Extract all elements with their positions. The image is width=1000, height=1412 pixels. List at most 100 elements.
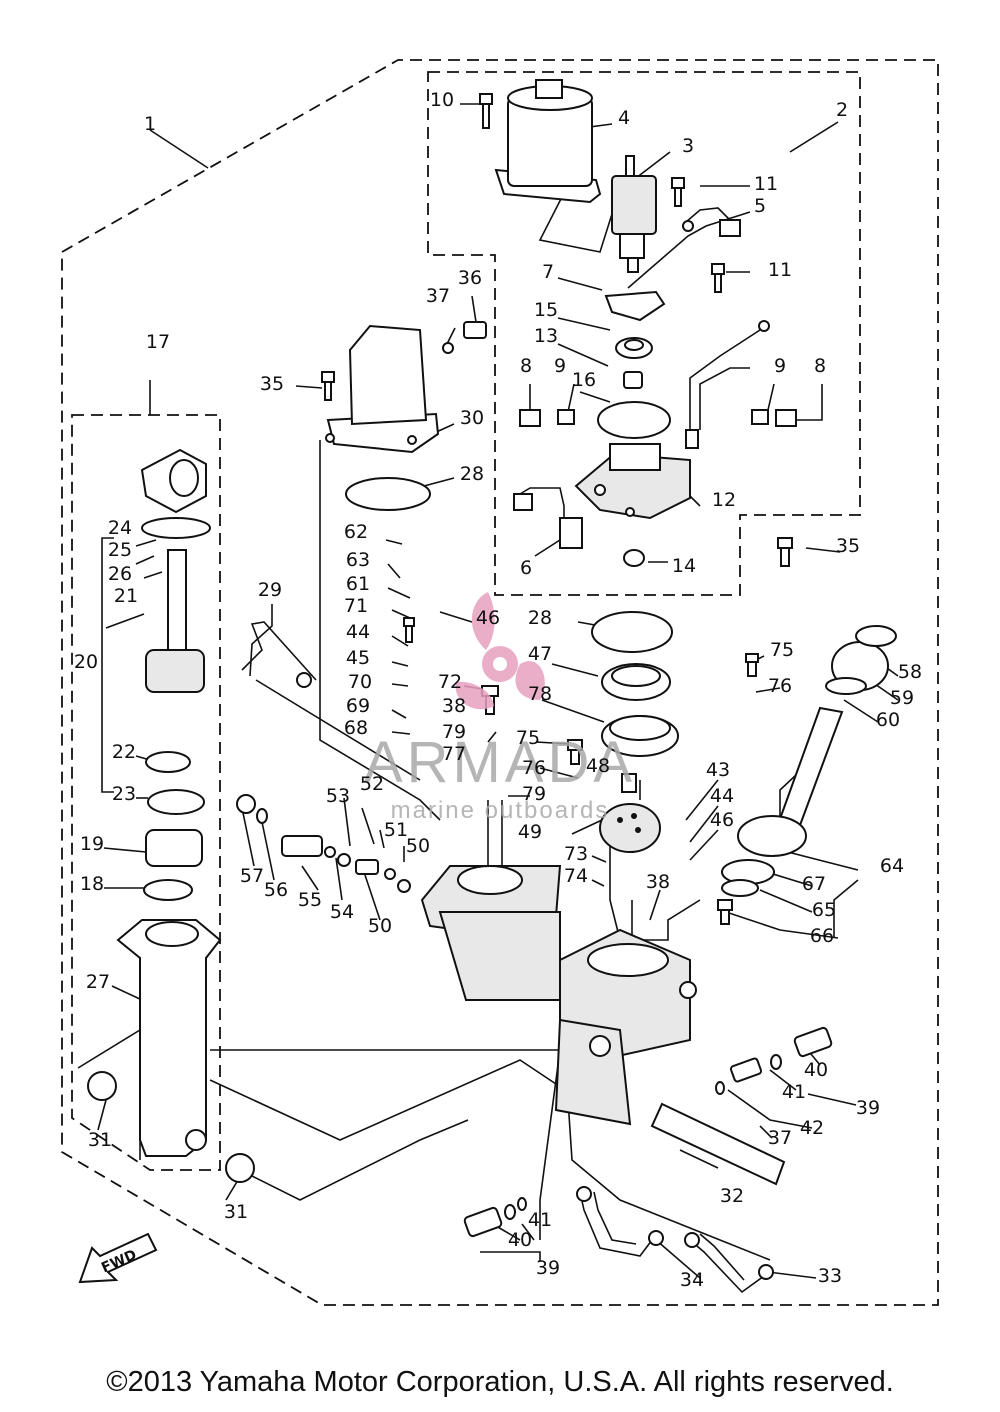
callout-number: 9 — [554, 355, 566, 377]
copyright-notice: ©2013 Yamaha Motor Corporation, U.S.A. A… — [106, 1366, 894, 1398]
callout-number: 61 — [346, 573, 370, 595]
callout-number: 19 — [80, 833, 104, 855]
callout-number: 46 — [710, 809, 734, 831]
callout-number: 54 — [330, 901, 354, 923]
callout-number: 75 — [516, 727, 540, 749]
callout-number: 7 — [542, 261, 554, 283]
callout-number: 56 — [264, 879, 288, 901]
callout-number: 41 — [782, 1081, 806, 1103]
nut-14 — [623, 549, 645, 567]
callout-number: 60 — [876, 709, 900, 731]
callout-number: 16 — [572, 369, 596, 391]
pin-31-right — [225, 1153, 255, 1183]
assembly-boundaries — [61, 59, 939, 1306]
callout-number: 47 — [528, 643, 552, 665]
callout-number: 1 — [144, 113, 156, 135]
callout-number: 4 — [618, 107, 630, 129]
callout-number: 69 — [346, 695, 370, 717]
callout-number: 57 — [240, 865, 264, 887]
brush-plate-and-seals — [604, 290, 666, 389]
callout-number: 40 — [508, 1229, 532, 1251]
callout-number: 33 — [818, 1265, 842, 1287]
callout-number: 38 — [442, 695, 466, 717]
manual-valve — [236, 794, 411, 893]
lead-wire — [685, 320, 770, 449]
callout-number: 44 — [346, 621, 370, 643]
callout-number: 76 — [522, 757, 546, 779]
callout-number: 41 — [528, 1209, 552, 1231]
callout-number: 46 — [476, 607, 500, 629]
pump-bracket — [574, 443, 691, 520]
watermark-brand: ARMADA — [364, 730, 636, 795]
brush-wiring — [682, 207, 741, 237]
callout-number: 39 — [536, 1257, 560, 1279]
callout-number: 6 — [520, 557, 532, 579]
motor-yoke — [494, 79, 602, 204]
callout-number: 8 — [814, 355, 826, 377]
callout-number: 72 — [438, 671, 462, 693]
callout-number: 40 — [804, 1059, 828, 1081]
callout-number: 52 — [360, 773, 384, 795]
callout-number: 62 — [344, 521, 368, 543]
pin-31-left — [87, 1071, 117, 1101]
screws — [321, 93, 793, 925]
callout-number: 48 — [586, 755, 610, 777]
callout-number: 71 — [344, 595, 368, 617]
callout-number: 2 — [836, 99, 848, 121]
callout-number: 45 — [346, 647, 370, 669]
callout-number: 58 — [898, 661, 922, 683]
callout-number: 70 — [348, 671, 372, 693]
callout-number: 13 — [534, 325, 558, 347]
callout-number: 59 — [890, 687, 914, 709]
callout-number: 44 — [710, 785, 734, 807]
pipe-34 — [579, 1191, 653, 1257]
callout-number: 3 — [682, 135, 694, 157]
callout-number: 10 — [430, 89, 454, 111]
callout-number: 14 — [672, 555, 696, 577]
callout-number: 51 — [384, 819, 408, 841]
callout-number: 78 — [528, 683, 552, 705]
callout-number: 22 — [112, 741, 136, 763]
relay-harness — [513, 487, 583, 549]
callout-number: 65 — [812, 899, 836, 921]
valve-fittings-lower — [463, 1197, 527, 1238]
callout-number: 20 — [74, 651, 98, 673]
fwd-arrow-icon: FWD — [78, 1232, 158, 1284]
exploded-parts-diagram: FWD ARMADA marine outboards 123456788991… — [61, 59, 939, 1306]
watermark-logo-icon — [455, 592, 545, 710]
callout-number: 21 — [114, 585, 138, 607]
callout-number: 79 — [522, 783, 546, 805]
callout-number: 68 — [344, 717, 368, 739]
pump-body — [438, 911, 697, 1126]
callout-number: 34 — [680, 1269, 704, 1291]
hose-29 — [241, 621, 317, 681]
callout-number: 26 — [108, 563, 132, 585]
callout-number: 11 — [754, 173, 778, 195]
callout-number: 42 — [800, 1117, 824, 1139]
watermark: ARMADA marine outboards — [364, 592, 636, 824]
callout-number: 32 — [720, 1185, 744, 1207]
trim-cylinder-parts — [721, 625, 897, 897]
filler-plug — [442, 321, 487, 354]
callout-number: 28 — [460, 463, 484, 485]
valve-plate — [599, 773, 661, 853]
callout-number: 28 — [528, 607, 552, 629]
o-ring-28-upper — [345, 477, 431, 511]
callout-number: 73 — [564, 843, 588, 865]
reservoir-cap — [325, 324, 440, 454]
callout-number: 37 — [768, 1127, 792, 1149]
valve-fittings-right — [715, 1026, 833, 1095]
o-ring-16 — [597, 401, 671, 439]
callout-number: 30 — [460, 407, 484, 429]
callout-number: 35 — [836, 535, 860, 557]
callout-number: 8 — [520, 355, 532, 377]
callout-number: 53 — [326, 785, 350, 807]
tilt-cylinder — [116, 448, 222, 1157]
callout-number: 55 — [298, 889, 322, 911]
callout-number: 31 — [88, 1129, 112, 1151]
callout-number: 15 — [534, 299, 558, 321]
callout-number: 29 — [258, 579, 282, 601]
armature — [611, 155, 657, 273]
callout-number: 18 — [80, 873, 104, 895]
